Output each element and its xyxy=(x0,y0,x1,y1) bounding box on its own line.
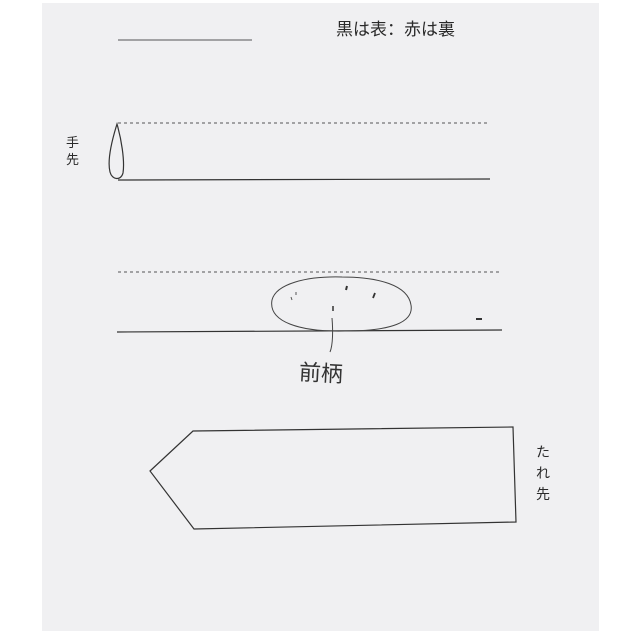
taresaki-label-3: 先 xyxy=(536,487,550,503)
taresaki-pointed-shape xyxy=(149,426,517,530)
maegara-solid-line xyxy=(116,329,503,333)
maegara-leader-line xyxy=(329,317,334,353)
maegara-pattern-oval xyxy=(271,276,412,332)
legend-text: 黒は表：赤は裏 xyxy=(336,19,455,40)
tesaki-teardrop-shape xyxy=(108,121,125,180)
taresaki-label-1: た xyxy=(536,445,550,461)
pencil-mark xyxy=(290,296,293,301)
tesaki-label-2: 先 xyxy=(66,153,79,168)
pencil-mark xyxy=(345,285,348,291)
maegara-section: 前柄 xyxy=(116,271,503,388)
taresaki-section: た れ 先 xyxy=(149,426,550,530)
pencil-mark xyxy=(372,292,376,299)
tesaki-label-1: 手 xyxy=(66,136,79,151)
tesaki-solid-line xyxy=(117,178,491,181)
taresaki-label-2: れ xyxy=(536,466,550,482)
tesaki-section: 手 先 xyxy=(66,121,491,181)
maegara-label: 前柄 xyxy=(298,361,343,388)
